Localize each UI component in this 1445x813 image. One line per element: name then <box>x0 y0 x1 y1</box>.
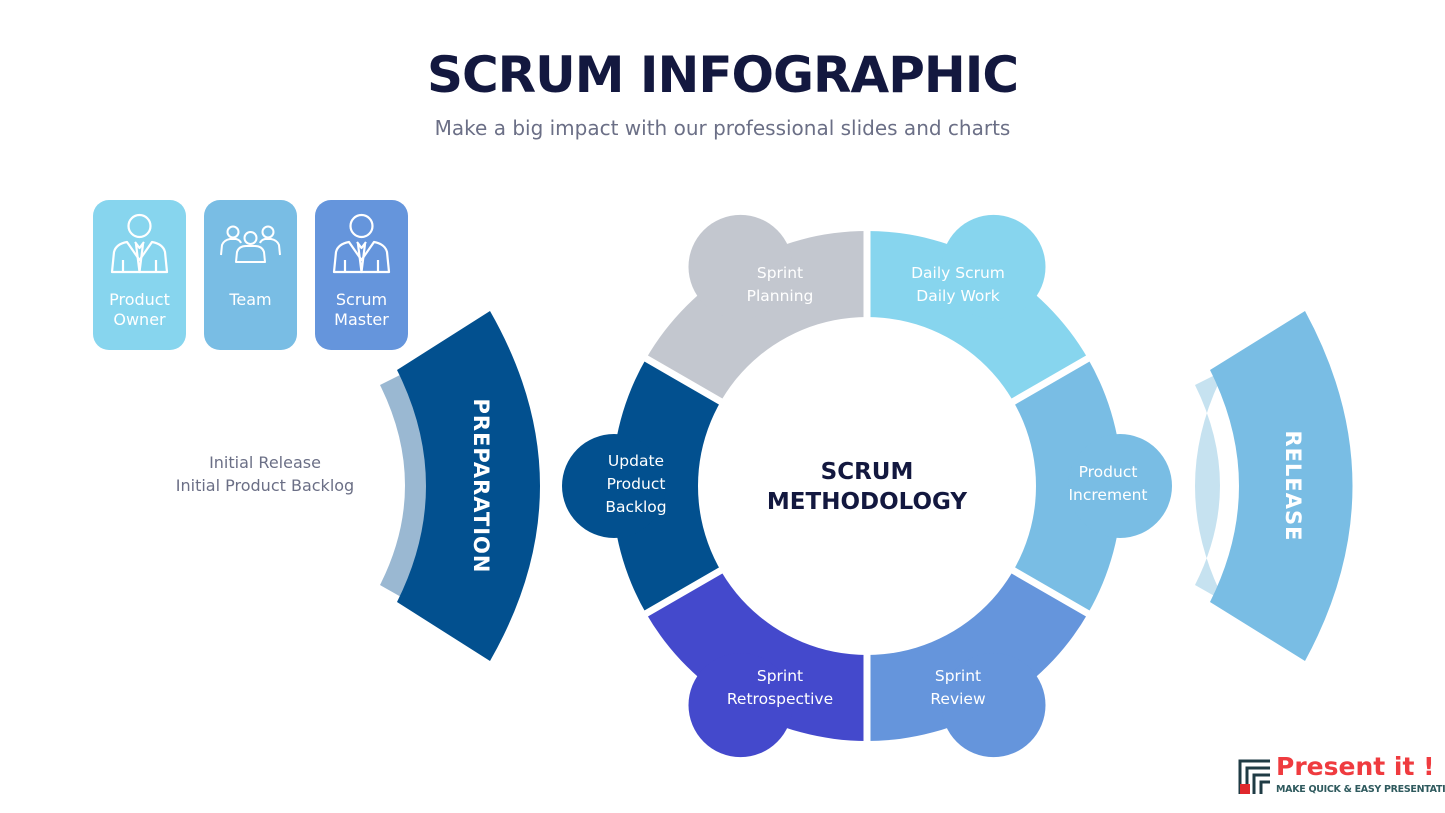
segment-bump-daily-scrum <box>941 214 1046 319</box>
logo-mark-icon <box>1238 759 1270 794</box>
segment-text: Review <box>930 690 986 708</box>
segment-text: Backlog <box>605 498 667 516</box>
release-band <box>1210 311 1353 661</box>
role-label: Owner <box>113 310 166 329</box>
businessman-icon <box>332 213 391 274</box>
segment-text: Sprint <box>756 264 804 282</box>
preparation-note: Initial Release <box>209 453 321 472</box>
role-label: Product <box>109 290 170 309</box>
businessman-icon <box>110 213 169 274</box>
page-subtitle: Make a big impact with our professional … <box>434 116 1011 140</box>
segment-divider <box>1003 562 1099 622</box>
release-shadow-band <box>1195 370 1225 602</box>
segment-divider <box>1003 350 1099 410</box>
preparation-label: PREPARATION <box>469 398 493 574</box>
role-card-team: Team <box>204 200 297 350</box>
segment-bump-product-increment <box>1068 434 1172 538</box>
segment-text: Retrospective <box>726 690 834 708</box>
segment-daily-scrum <box>867 231 1088 404</box>
segment-bump-update-product-backlog <box>562 434 666 538</box>
segment-update-product-backlog <box>612 358 725 614</box>
role-label: Team <box>229 290 272 309</box>
segment-text: Planning <box>746 287 814 305</box>
team-icon <box>220 225 281 263</box>
center-label: SCRUM METHODOLOGY <box>747 457 987 517</box>
logo-tagline: MAKE QUICK & EASY PRESENTATIONS <box>1276 784 1445 795</box>
segment-sprint-retrospective <box>646 568 867 741</box>
segment-bump-sprint-review <box>941 653 1046 758</box>
release-label: RELEASE <box>1281 430 1305 542</box>
segment-text: Sprint <box>934 667 982 685</box>
preparation-notes: Initial Release Initial Product Backlog <box>140 451 390 497</box>
role-label: Scrum <box>335 290 388 309</box>
preparation-band <box>397 311 540 661</box>
segment-sprint-planning <box>646 231 867 404</box>
segment-text: Increment <box>1068 486 1148 504</box>
role-label: Master <box>334 310 389 329</box>
segment-divider <box>635 350 731 410</box>
logo-brand: Present it ! <box>1276 752 1435 781</box>
segment-bump-sprint-retrospective <box>688 653 793 758</box>
segment-sprint-review <box>867 568 1088 741</box>
center-text: METHODOLOGY <box>766 489 968 515</box>
page-title: SCRUM INFOGRAPHIC <box>426 46 1019 104</box>
segment-divider <box>635 562 731 622</box>
center-circle <box>698 317 1036 655</box>
segment-bump-sprint-planning <box>688 214 793 319</box>
segment-text: Product <box>606 475 666 493</box>
segment-product-increment <box>1009 358 1122 614</box>
center-text: SCRUM <box>820 459 914 485</box>
segment-text: Update <box>607 452 665 470</box>
present-it-logo: Present it ! MAKE QUICK & EASY PRESENTAT… <box>1238 752 1445 800</box>
segment-text: Product <box>1078 463 1138 481</box>
segment-text: Sprint <box>756 667 804 685</box>
segment-text: Daily Work <box>916 287 1000 305</box>
segment-text: Daily Scrum <box>911 264 1005 282</box>
preparation-note: Initial Product Backlog <box>175 476 355 495</box>
